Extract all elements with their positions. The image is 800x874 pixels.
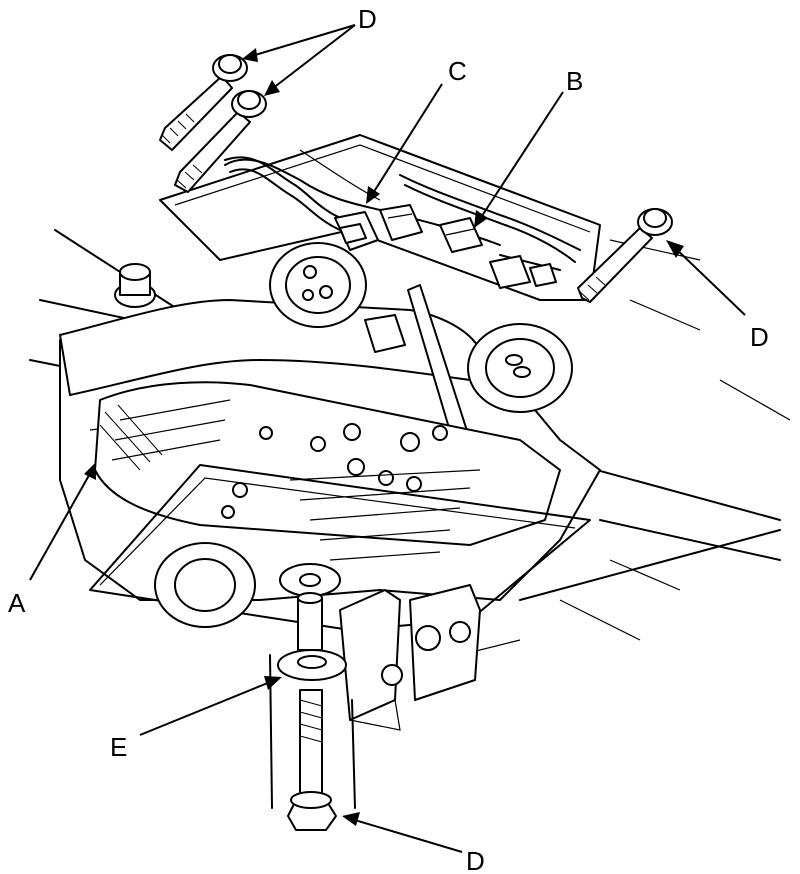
callout-d-bottom: D xyxy=(466,846,485,874)
center-rib xyxy=(364,284,471,449)
callout-labels: D C B D A E D xyxy=(8,4,769,874)
callout-d-right: D xyxy=(750,322,769,352)
callout-d-top: D xyxy=(358,4,377,34)
connector-c xyxy=(334,211,379,251)
leader-lines xyxy=(29,24,746,853)
rubber-bushing-left xyxy=(269,242,367,328)
lower-mount-bracket xyxy=(339,584,481,731)
bolt-top-2 xyxy=(174,90,267,193)
ground-stud xyxy=(114,263,156,308)
callout-b: B xyxy=(566,66,583,96)
connector-left xyxy=(379,204,423,241)
bolt-bottom xyxy=(287,592,337,831)
washer-e xyxy=(277,649,347,681)
bolt-right xyxy=(577,208,673,303)
connector-b xyxy=(439,217,483,253)
wire-harness xyxy=(224,156,581,271)
lower-flange xyxy=(154,542,341,628)
callout-c: C xyxy=(448,56,467,86)
rubber-bushing-right xyxy=(467,323,573,413)
connector-right xyxy=(489,255,557,289)
callout-a: A xyxy=(8,588,26,618)
housing-ribs xyxy=(289,469,481,561)
callout-e: E xyxy=(110,732,127,762)
bolt-top-1 xyxy=(159,54,248,151)
